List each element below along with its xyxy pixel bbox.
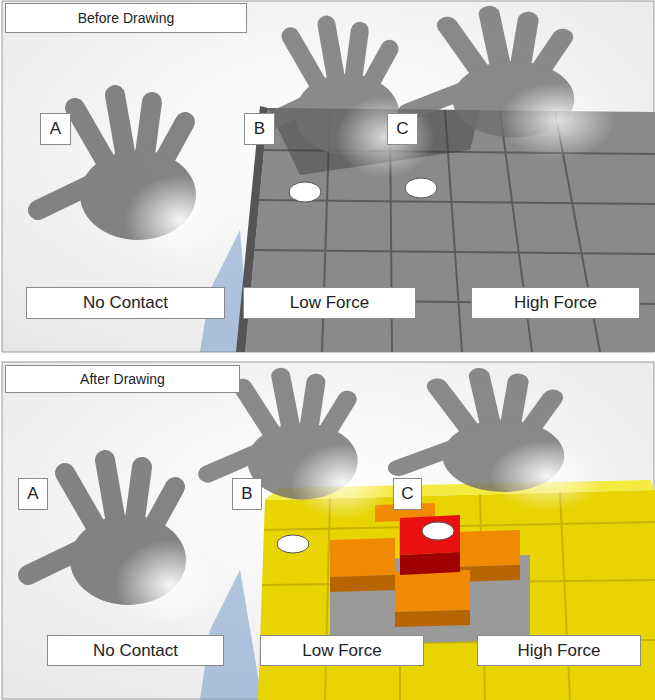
label-box: High Force [477,635,641,666]
hand [257,25,434,178]
label-box: Low Force [260,635,424,666]
label-text: Before Drawing [78,10,175,26]
block-grid [260,492,655,700]
hand [408,14,615,159]
orange-blocks [330,503,520,627]
panel [2,1,654,352]
marker-dot [422,522,454,540]
label-box: A [40,113,71,145]
label-box: C [393,478,422,510]
label-text: A [50,119,61,139]
label-text: B [241,484,252,504]
hand [38,95,235,265]
label-text: C [396,119,408,139]
red-block [400,515,460,555]
label-text: C [401,484,413,504]
label-text: High Force [514,293,597,313]
red-block-side [400,552,460,575]
label-box: A [18,478,48,510]
label-text: B [254,119,265,139]
label-box: After Drawing [5,365,240,393]
marker-dot [405,178,437,198]
label-box: Low Force [243,287,416,319]
label-text: Low Force [302,641,381,661]
label-box: High Force [471,287,640,319]
label-box: No Contact [47,635,224,666]
hand [398,376,605,512]
hand [28,460,225,630]
panel [2,362,654,699]
label-box: C [387,113,418,145]
label-text: After Drawing [80,371,165,387]
label-box: B [232,478,262,510]
yellow-area [258,490,655,700]
label-box: Before Drawing [5,3,247,33]
label-box: B [244,113,275,145]
label-text: No Contact [93,641,178,661]
label-text: No Contact [83,293,168,313]
marker-dot [277,535,309,553]
label-text: High Force [517,641,600,661]
marker-dot [289,182,321,202]
hand [208,376,395,521]
label-text: Low Force [290,293,369,313]
label-text: A [27,484,38,504]
label-box: No Contact [26,287,225,319]
